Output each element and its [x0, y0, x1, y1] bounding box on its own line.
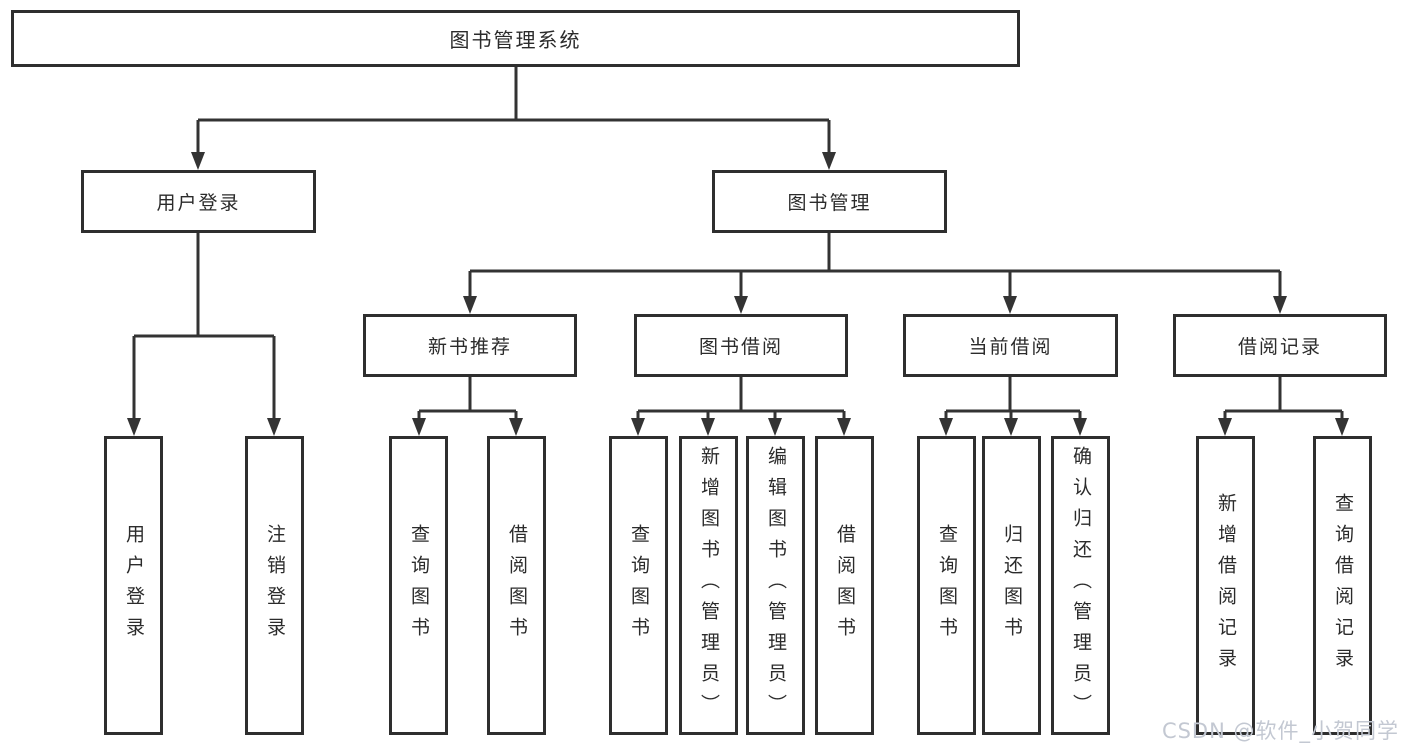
leaf-query-books: 查询图书 [389, 436, 448, 735]
arrowhead [412, 418, 426, 436]
leaf-label: 查询借阅记录 [1332, 492, 1354, 679]
leaf-logout: 注销登录 [245, 436, 304, 735]
arrowhead [822, 152, 836, 170]
arrowhead [1335, 418, 1349, 436]
edge-records-to-leaves [1223, 377, 1344, 432]
leaf-query-books: 查询图书 [917, 436, 976, 735]
leaf-label: 新增图书（管理员） [698, 446, 720, 725]
arrowhead [1003, 296, 1017, 314]
edge-root-to-level2 [196, 67, 831, 166]
leaf-query-books: 查询图书 [609, 436, 668, 735]
node-new-book-recommend: 新书推荐 [363, 314, 577, 377]
leaf-add-borrow-record: 新增借阅记录 [1196, 436, 1255, 735]
arrowhead [1273, 296, 1287, 314]
leaf-label: 归还图书 [1001, 523, 1023, 648]
leaf-return-books: 归还图书 [982, 436, 1041, 735]
arrowhead [509, 418, 523, 436]
leaf-label: 查询图书 [936, 523, 958, 648]
node-user-login: 用户登录 [81, 170, 316, 233]
arrowhead [1073, 418, 1087, 436]
node-current-borrowing: 当前借阅 [903, 314, 1118, 377]
edge-bookmgmt-to-level3 [468, 233, 1282, 310]
arrowhead [1218, 418, 1232, 436]
arrowhead [837, 418, 851, 436]
node-book-borrowing: 图书借阅 [634, 314, 848, 377]
arrowhead [768, 418, 782, 436]
arrowhead [734, 296, 748, 314]
arrowhead [939, 418, 953, 436]
leaf-borrow-books: 借阅图书 [487, 436, 546, 735]
arrowhead [701, 418, 715, 436]
leaf-label: 借阅图书 [834, 523, 856, 648]
edge-borrow-to-leaves [636, 377, 846, 432]
leaf-label: 借阅图书 [506, 523, 528, 648]
leaf-label: 查询图书 [628, 523, 650, 648]
node-borrowing-records: 借阅记录 [1173, 314, 1387, 377]
leaf-label: 查询图书 [408, 523, 430, 648]
arrowheads [127, 152, 1349, 436]
leaf-user-login: 用户登录 [104, 436, 163, 735]
leaf-label: 确认归还（管理员） [1070, 446, 1092, 725]
leaf-label: 编辑图书（管理员） [765, 446, 787, 725]
arrowhead [127, 418, 141, 436]
leaf-confirm-return-admin: 确认归还（管理员） [1051, 436, 1110, 735]
csdn-watermark: CSDN @软件_小贺同学 [1161, 719, 1399, 743]
leaf-label: 用户登录 [123, 523, 145, 648]
leaf-add-books-admin: 新增图书（管理员） [679, 436, 738, 735]
arrowhead [1004, 418, 1018, 436]
node-book-management: 图书管理 [712, 170, 947, 233]
arrowhead [463, 296, 477, 314]
edge-newrec-to-leaves [417, 377, 518, 432]
arrowhead [267, 418, 281, 436]
arrowhead [631, 418, 645, 436]
leaf-label: 新增借阅记录 [1215, 492, 1237, 679]
leaf-edit-books-admin: 编辑图书（管理员） [746, 436, 805, 735]
leaf-borrow-books: 借阅图书 [815, 436, 874, 735]
arrowhead [191, 152, 205, 170]
leaf-label: 注销登录 [264, 523, 286, 648]
node-root-system: 图书管理系统 [11, 10, 1020, 67]
edge-userlogin-to-leaves [132, 233, 276, 432]
leaf-query-borrow-record: 查询借阅记录 [1313, 436, 1372, 735]
